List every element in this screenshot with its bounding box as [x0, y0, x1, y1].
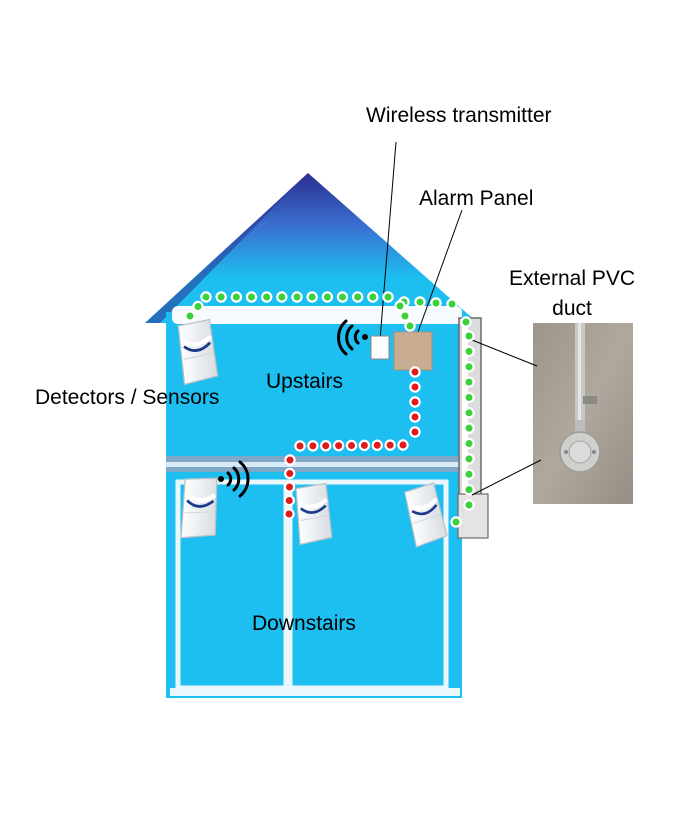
duct-cable-dot	[463, 391, 475, 404]
wired-cable-dot	[307, 440, 319, 452]
duct-cable-dot	[291, 291, 303, 303]
duct-cable-dot	[463, 407, 475, 419]
duct-cable-dot	[184, 310, 196, 322]
duct-cable-dot	[321, 291, 334, 303]
duct-cable-dot	[399, 310, 411, 322]
duct-cable-dot	[463, 345, 475, 358]
duct-cable-dot	[450, 516, 462, 528]
external-duct	[457, 317, 489, 539]
duct-cable-dot	[306, 291, 318, 303]
duct-cable-dot	[230, 291, 243, 303]
detectors-label: Detectors / Sensors	[35, 386, 220, 409]
motion-sensor-icon	[180, 477, 218, 539]
duct-cable-dot	[463, 422, 475, 434]
duct-cable-dot	[382, 291, 394, 303]
upstairs-label: Upstairs	[266, 370, 344, 393]
wired-cable-dot	[409, 366, 421, 378]
wired-cable-dot	[320, 440, 332, 452]
duct-cable-dot	[463, 499, 475, 511]
wired-cable-dot	[283, 494, 295, 507]
duct-cable-dot	[404, 320, 416, 332]
wired-cable-dot	[345, 439, 358, 452]
wired-cable-dot	[409, 381, 421, 393]
duct-cable-dot	[260, 291, 273, 303]
duct-cable-dot	[463, 361, 475, 373]
duct-cable-dot	[276, 291, 288, 303]
cable-routes	[184, 291, 475, 528]
duct-cable-dot	[463, 376, 475, 388]
wireless-signal-icon	[337, 319, 368, 356]
wired-cable-dot	[358, 439, 371, 452]
wired-cable-dot	[384, 439, 396, 451]
duct-cable-dot	[200, 291, 212, 303]
ceiling-band	[172, 306, 462, 324]
motion-sensor-icon	[404, 482, 448, 548]
wired-cable-dot	[397, 439, 409, 451]
sensors	[177, 318, 448, 548]
duct-cable-dot	[336, 291, 349, 303]
junction-box	[457, 493, 489, 539]
downstairs-label: Downstairs	[252, 612, 356, 635]
duct-cable-dot	[414, 296, 426, 308]
duct-cable-dot	[351, 291, 364, 303]
duct-cable-dot	[463, 330, 475, 342]
duct-cable-dot	[394, 300, 406, 312]
duct-cable-dot	[367, 291, 379, 303]
pvc-duct-photo	[533, 323, 633, 504]
duct-cable-dot	[463, 437, 475, 450]
wireless-transmitter	[370, 335, 390, 360]
duct-cable-dot	[460, 316, 472, 328]
alarm-panel-label: Alarm Panel	[419, 187, 534, 210]
wired-cable-dot	[409, 396, 421, 408]
duct-cable-dot	[245, 291, 258, 303]
wireless-signal-icon	[218, 460, 250, 498]
wired-cable-dot	[409, 411, 421, 423]
wireless-transmitter-label: Wireless transmitter	[366, 104, 552, 127]
motion-sensor-icon	[177, 318, 219, 386]
duct-cable-dot	[463, 468, 475, 480]
external-pvc-label-line1: External PVC	[508, 267, 636, 290]
duct-cable-dot	[192, 300, 204, 313]
duct-cable-dot	[463, 483, 475, 496]
duct-cable-dot	[446, 298, 458, 310]
wired-cable-dot	[371, 439, 383, 451]
wired-cable-dot	[283, 508, 295, 520]
wired-cable-dot	[332, 439, 345, 452]
wired-cable-dot	[284, 467, 296, 480]
alarm-panel	[393, 331, 433, 371]
external-pvc-label-line2: duct	[552, 297, 592, 320]
duct-cable-dot	[463, 453, 475, 465]
roof	[145, 173, 478, 323]
duct-cable-dot	[215, 291, 227, 303]
wired-cable-dot	[294, 440, 306, 452]
duct-cable-dot	[430, 297, 442, 309]
wired-cable-dot	[284, 454, 296, 466]
wired-cable-dot	[409, 426, 421, 438]
wired-cable-dot	[283, 481, 296, 493]
motion-sensor-icon	[295, 482, 333, 546]
